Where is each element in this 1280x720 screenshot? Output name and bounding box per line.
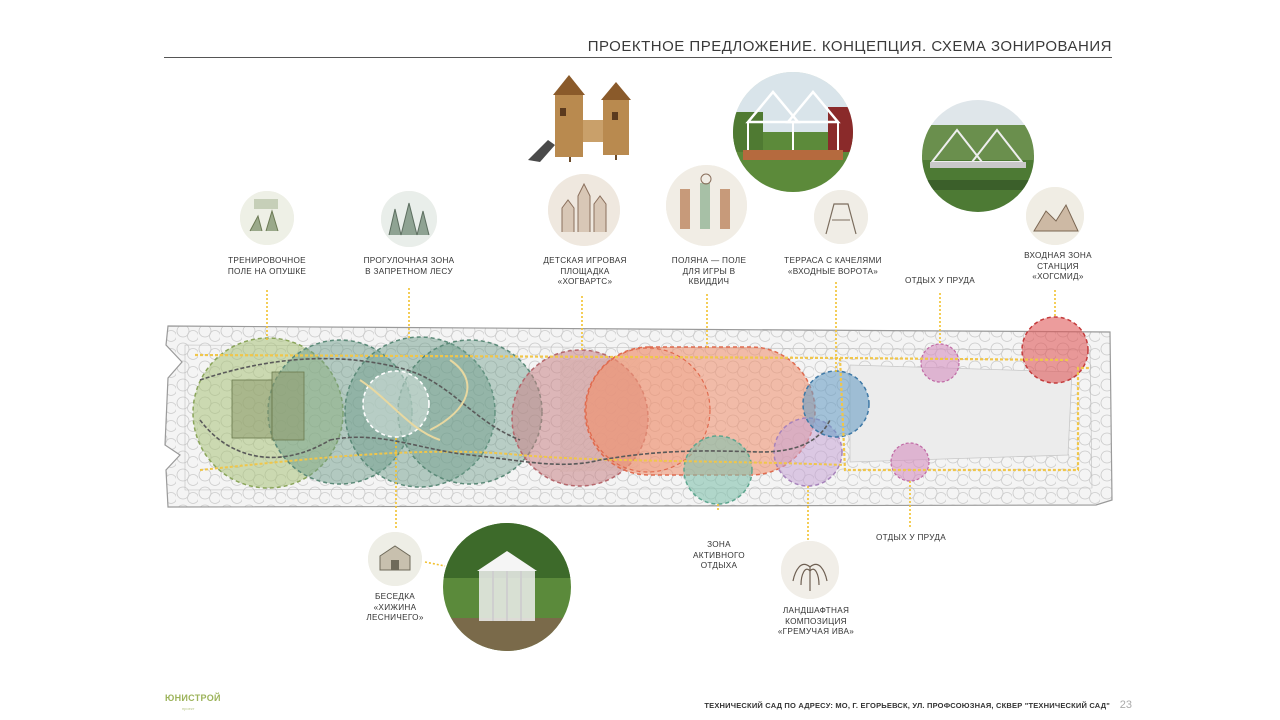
hut-sketch-icon (368, 532, 422, 586)
training-field-sketch-icon (240, 191, 294, 245)
paths (194, 353, 1090, 472)
hogwarts-sketch-icon (548, 174, 620, 246)
field-structures (231, 371, 305, 441)
label-quidditch: ПОЛЯНА — ПОЛЕ ДЛЯ ИГРЫ В КВИДДИЧ (671, 256, 747, 286)
zone-pond-top (920, 343, 960, 383)
title-divider (164, 57, 1112, 58)
label-terrace: ТЕРРАСА С КАЧЕЛЯМИ «ВХОДНЫЕ ВОРОТА» (784, 256, 882, 276)
leader-lines (266, 282, 1056, 567)
zone-quidditch-end (585, 347, 711, 473)
label-pond-bottom: ОТДЫХ У ПРУДА (875, 533, 946, 542)
page-title: ПРОЕКТНОЕ ПРЕДЛОЖЕНИЕ. КОНЦЕПЦИЯ. СХЕМА … (587, 38, 1112, 55)
company-logo: ЮНИСТРОЙ (165, 693, 221, 703)
label-gazebo: БЕСЕДКА «ХИЖИНА ЛЕСНИЧЕГО» (366, 592, 424, 622)
zone-entrance (1021, 316, 1089, 384)
terrace-photo (733, 72, 853, 192)
zone-circles (192, 316, 1089, 505)
label-entrance: ВХОДНАЯ ЗОНА СТАНЦИЯ «ХОГСМИД» (1024, 251, 1092, 281)
zone-pond-bottom (890, 442, 930, 482)
zone-gazebo-marker (362, 370, 430, 438)
playground-photo (528, 75, 631, 162)
zone-terrace (802, 370, 870, 438)
forest-sketch-icon (381, 191, 437, 247)
hogsmeade-sketch-icon (1026, 187, 1084, 245)
footer-address: ТЕХНИЧЕСКИЙ САД ПО АДРЕСУ: МО, Г. ЕГОРЬЕ… (704, 701, 1110, 710)
entrance-pavilion-photo (922, 100, 1034, 212)
terrace-gate-sketch-icon (814, 190, 868, 244)
page-number: 23 (1119, 699, 1132, 711)
gazebo-photo (443, 523, 571, 651)
company-logo-subtitle: проект (182, 706, 195, 711)
label-playground: ДЕТСКАЯ ИГРОВАЯ ПЛОЩАДКА «ХОГВАРТС» (543, 256, 627, 286)
label-willow: ЛАНДШАФТНАЯ КОМПОЗИЦИЯ «ГРЕМУЧАЯ ИВА» (777, 606, 855, 636)
label-active: ЗОНА АКТИВНОГО ОТДЫХА (693, 540, 745, 570)
willow-sketch-icon (781, 541, 839, 599)
label-forest-walk: ПРОГУЛОЧНАЯ ЗОНА В ЗАПРЕТНОМ ЛЕСУ (363, 256, 455, 276)
label-training-field: ТРЕНИРОВОЧНОЕ ПОЛЕ НА ОПУШКЕ (227, 256, 307, 276)
label-pond-top: ОТДЫХ У ПРУДА (904, 276, 975, 285)
quidditch-sketch-icon (666, 165, 747, 246)
zone-active (683, 435, 753, 505)
